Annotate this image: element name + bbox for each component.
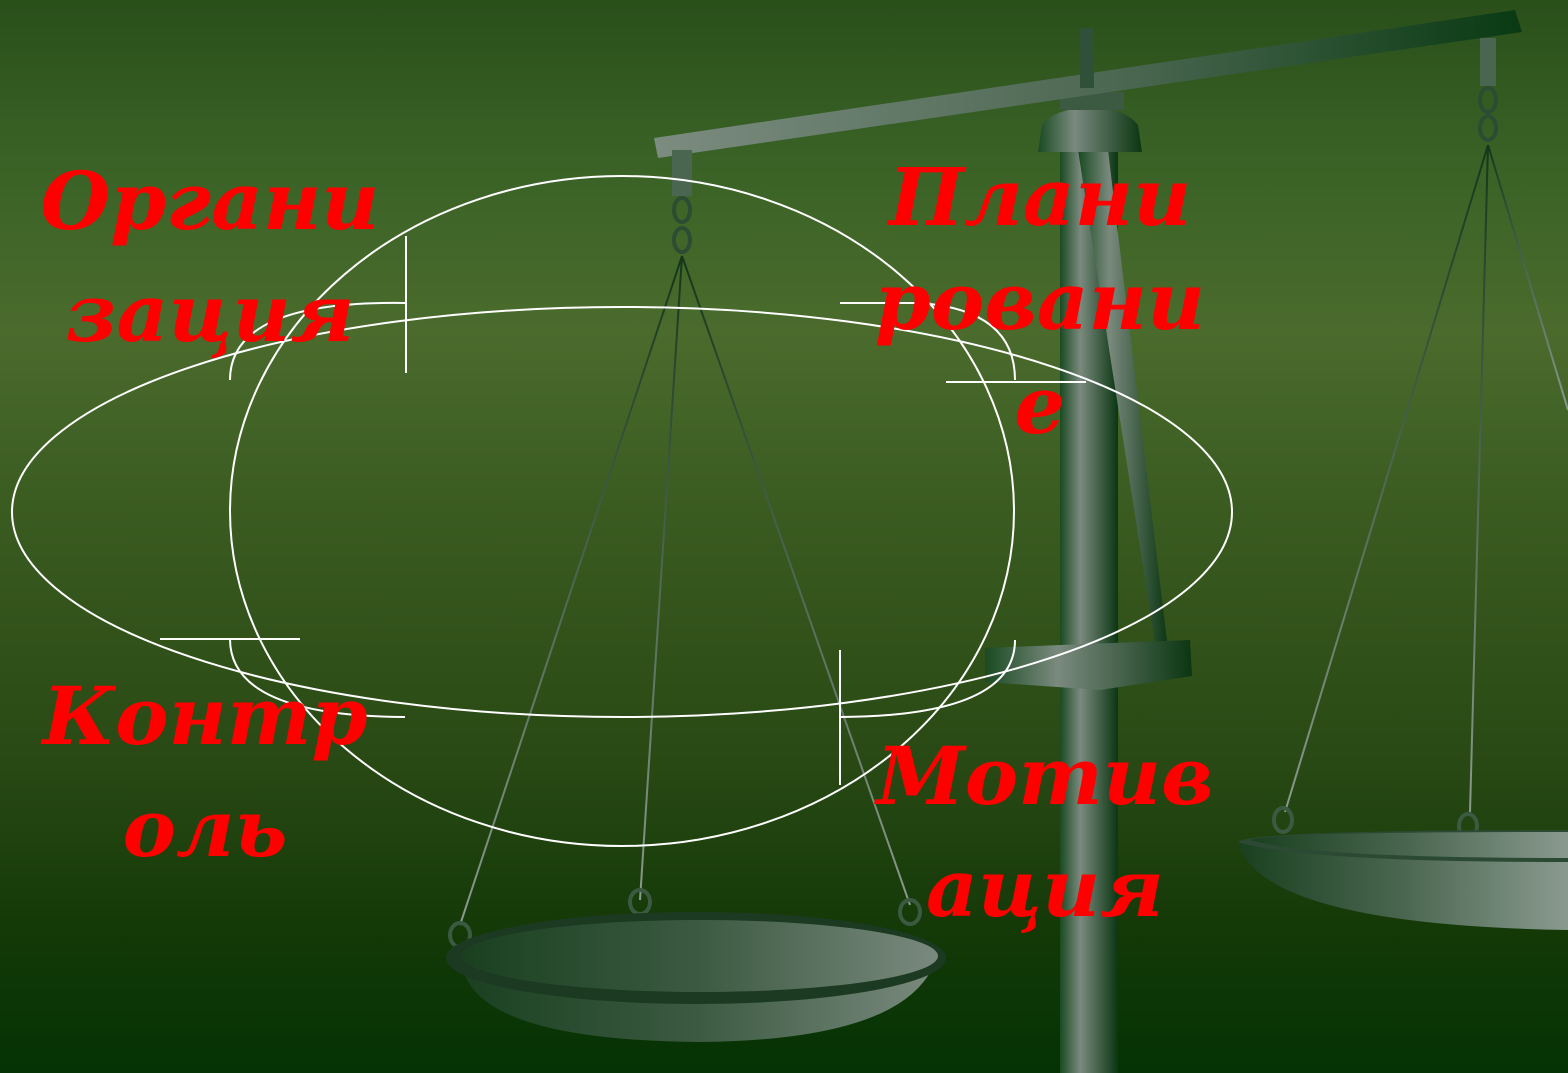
label-planning-line-1: Плани [888, 150, 1192, 244]
bracket-bottom-left [160, 638, 406, 718]
right-hanger [1272, 38, 1568, 866]
inner-ellipse [229, 175, 1015, 847]
management-cycle-diagram [11, 175, 1233, 847]
bracket-top-left [229, 236, 407, 381]
right-pan [1238, 830, 1568, 930]
label-motivation-line-2: ация [926, 841, 1164, 935]
label-organization-line-1: Органи [40, 154, 380, 248]
label-organization: Органи зация [20, 145, 400, 369]
label-planning: Плани ровани е [850, 145, 1230, 457]
label-planning-line-2: ровани [874, 254, 1206, 348]
label-planning-line-3: е [1014, 358, 1066, 452]
scale-post [985, 92, 1192, 1073]
label-control-line-2: оль [122, 781, 288, 875]
scale-beam [654, 10, 1522, 158]
label-control: Контр оль [15, 660, 395, 884]
bracket-top-right [840, 302, 1086, 383]
bracket-bottom-right [839, 639, 1016, 785]
outer-ellipse [11, 306, 1233, 718]
label-motivation: Мотив ация [855, 720, 1235, 944]
label-organization-line-2: зация [65, 266, 355, 360]
label-motivation-line-1: Мотив [876, 729, 1214, 823]
left-pan [446, 912, 946, 1042]
label-control-line-1: Контр [42, 669, 368, 763]
